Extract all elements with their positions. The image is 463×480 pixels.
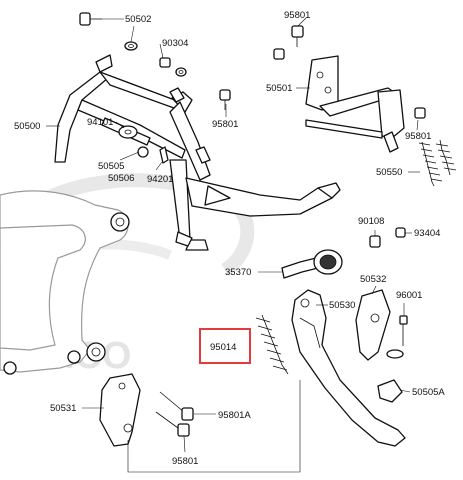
label-90304[interactable]: 90304 [162,38,188,49]
label-50530[interactable]: 50530 [329,300,355,311]
label-94201[interactable]: 94201 [147,174,173,185]
lower-bracket [99,373,194,447]
label-50505A[interactable]: 50505A [412,387,445,398]
leader-lines [46,17,420,453]
stand-bracket [305,55,426,153]
label-35370[interactable]: 35370 [225,267,251,278]
side-stand-spring [255,314,289,375]
main-stand [54,54,341,251]
label-50505[interactable]: 50505 [98,161,124,172]
side-stand-switch [281,227,406,279]
label-50506[interactable]: 50506 [108,173,134,184]
assembly-guide-line [127,380,301,473]
highlight-box [199,328,251,364]
frame-tube [0,190,130,375]
label-95014[interactable]: 95014 [210,342,236,353]
label-50531[interactable]: 50531 [50,403,76,414]
label-50501[interactable]: 50501 [266,83,292,94]
label-95801-top[interactable]: 95801 [284,10,310,21]
label-90108[interactable]: 90108 [358,216,384,227]
label-95801A[interactable]: 95801A [218,410,251,421]
label-95801-mid[interactable]: 95801 [212,119,238,130]
label-50532[interactable]: 50532 [360,274,386,285]
label-50500[interactable]: 50500 [14,121,40,132]
label-94101[interactable]: 94101 [87,117,113,128]
stand-stopper-parts [355,289,408,403]
label-95801-bottom[interactable]: 95801 [172,456,198,467]
label-50550[interactable]: 50550 [376,167,402,178]
side-stand [291,289,406,447]
label-50502[interactable]: 50502 [125,14,151,25]
stand-springs [418,139,457,187]
label-95801-right[interactable]: 95801 [405,131,431,142]
label-96001[interactable]: 96001 [396,290,422,301]
top-fasteners [79,12,304,110]
pivot-assembly [101,117,169,164]
label-93404[interactable]: 93404 [414,228,440,239]
